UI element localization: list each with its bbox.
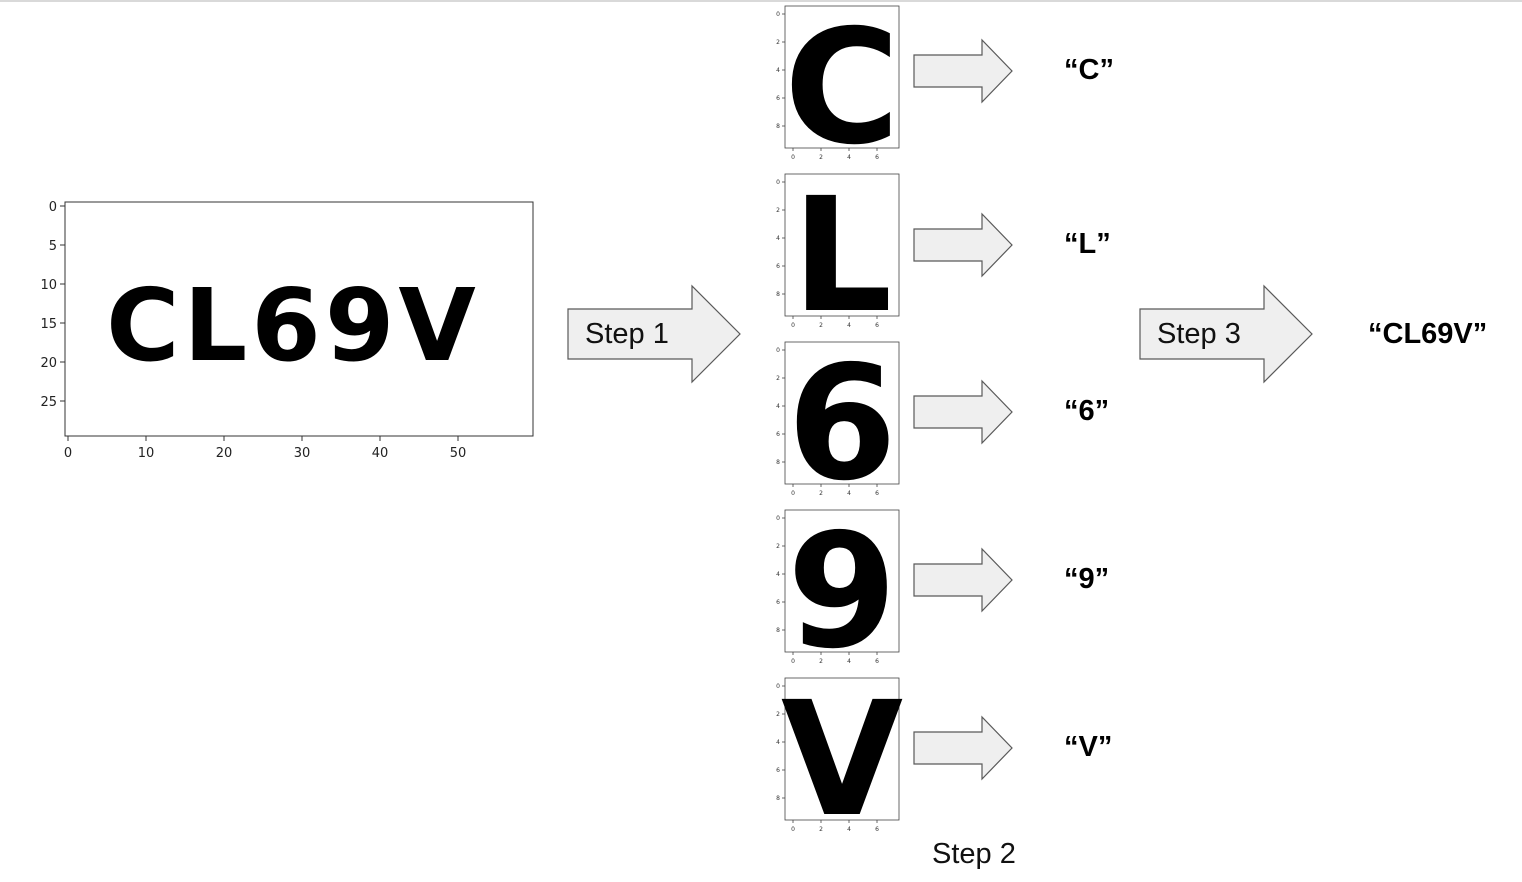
main-y-tick-label: 25 <box>40 395 57 410</box>
char-x-tick-label: 6 <box>875 490 879 497</box>
char-x-tick-label: 0 <box>791 154 795 161</box>
char-x-tick-label: 0 <box>791 658 795 665</box>
char-arrow <box>913 212 1013 278</box>
char-y-tick-label: 2 <box>776 543 780 550</box>
char-y-tick-label: 0 <box>776 683 780 690</box>
char-y-tick-label: 6 <box>776 767 780 774</box>
main-y-tick-label: 10 <box>40 278 57 293</box>
char-y-tick-label: 2 <box>776 711 780 718</box>
char-y-tick-label: 0 <box>776 347 780 354</box>
step2-label: Step 2 <box>932 838 1016 870</box>
char-x-tick-label: 0 <box>791 490 795 497</box>
char-y-tick-label: 4 <box>776 235 780 242</box>
char-label-c: “C” <box>1064 54 1114 86</box>
char-y-tick-label: 0 <box>776 179 780 186</box>
char-y-tick-label: 8 <box>776 123 780 130</box>
step3-label: Step 3 <box>1157 318 1241 350</box>
char-y-tick-label: 4 <box>776 739 780 746</box>
char-x-tick-label: 2 <box>819 490 823 497</box>
step1-arrow <box>567 284 741 384</box>
main-captcha-plot: CL69V 0 5 10 15 20 25 0 10 20 30 40 50 <box>40 200 534 461</box>
main-x-tick-label: 20 <box>216 446 233 461</box>
char-y-tick-label: 2 <box>776 375 780 382</box>
char-arrow <box>913 38 1013 104</box>
char-x-tick-label: 2 <box>819 322 823 329</box>
main-x-tick-label: 30 <box>294 446 311 461</box>
char-y-tick-label: 6 <box>776 599 780 606</box>
char-y-tick-label: 6 <box>776 263 780 270</box>
main-x-tick-label: 10 <box>138 446 155 461</box>
top-border <box>0 0 1522 2</box>
main-x-tick-label: 50 <box>450 446 467 461</box>
char-y-tick-label: 0 <box>776 515 780 522</box>
main-y-tick-label: 20 <box>40 356 57 371</box>
char-y-tick-label: 0 <box>776 11 780 18</box>
char-y-tick-label: 8 <box>776 627 780 634</box>
char-glyph: C <box>784 4 900 164</box>
main-y-tick-label: 0 <box>49 200 57 215</box>
char-x-tick-label: 4 <box>847 322 851 329</box>
char-y-tick-label: 4 <box>776 571 780 578</box>
char-thumbnail-v: V0 2 4 6 0 2 4 6 8 <box>776 676 903 836</box>
char-x-tick-label: 4 <box>847 490 851 497</box>
main-y-tick-label: 5 <box>49 239 57 254</box>
char-arrow <box>913 547 1013 613</box>
char-arrow <box>913 715 1013 781</box>
char-y-tick-label: 8 <box>776 795 780 802</box>
char-x-tick-label: 4 <box>847 154 851 161</box>
char-x-tick-label: 6 <box>875 826 879 833</box>
char-y-tick-label: 6 <box>776 95 780 102</box>
char-x-tick-label: 0 <box>791 826 795 833</box>
step1-label: Step 1 <box>585 318 669 350</box>
char-label-l: “L” <box>1064 228 1111 260</box>
step3-arrow <box>1139 284 1313 384</box>
char-y-tick-label: 2 <box>776 39 780 46</box>
char-arrow <box>913 379 1013 445</box>
char-x-tick-label: 2 <box>819 826 823 833</box>
main-x-tick-label: 40 <box>372 446 389 461</box>
main-plot-frame <box>64 201 534 437</box>
char-x-tick-label: 6 <box>875 154 879 161</box>
char-thumbnail-c: C0 2 4 6 0 2 4 6 8 <box>776 4 900 164</box>
char-glyph: 6 <box>787 340 897 500</box>
main-x-tick-label: 0 <box>64 446 72 461</box>
char-thumbnail-9: 90 2 4 6 0 2 4 6 8 <box>776 508 900 668</box>
main-y-tick-label: 15 <box>40 317 57 332</box>
char-label-6: “6” <box>1064 395 1110 427</box>
char-y-tick-label: 8 <box>776 291 780 298</box>
char-y-tick-label: 4 <box>776 403 780 410</box>
final-result: “CL69V” <box>1368 318 1488 350</box>
char-glyph: 9 <box>787 508 897 668</box>
char-x-tick-label: 6 <box>875 322 879 329</box>
char-x-tick-label: 4 <box>847 826 851 833</box>
char-y-tick-label: 8 <box>776 459 780 466</box>
char-y-tick-label: 4 <box>776 67 780 74</box>
char-x-tick-label: 4 <box>847 658 851 665</box>
char-label-9: “9” <box>1064 563 1110 595</box>
char-glyph: V <box>781 676 903 836</box>
char-y-tick-label: 6 <box>776 431 780 438</box>
char-x-tick-label: 0 <box>791 322 795 329</box>
char-x-tick-label: 2 <box>819 658 823 665</box>
char-glyph: L <box>792 172 893 332</box>
captcha-text: CL69V <box>106 267 480 384</box>
main-y-axis: 0 5 10 15 20 25 <box>40 200 65 410</box>
char-label-v: “V” <box>1064 731 1113 763</box>
char-x-tick-label: 2 <box>819 154 823 161</box>
char-x-tick-label: 6 <box>875 658 879 665</box>
char-y-tick-label: 2 <box>776 207 780 214</box>
main-x-axis: 0 10 20 30 40 50 <box>64 436 466 461</box>
